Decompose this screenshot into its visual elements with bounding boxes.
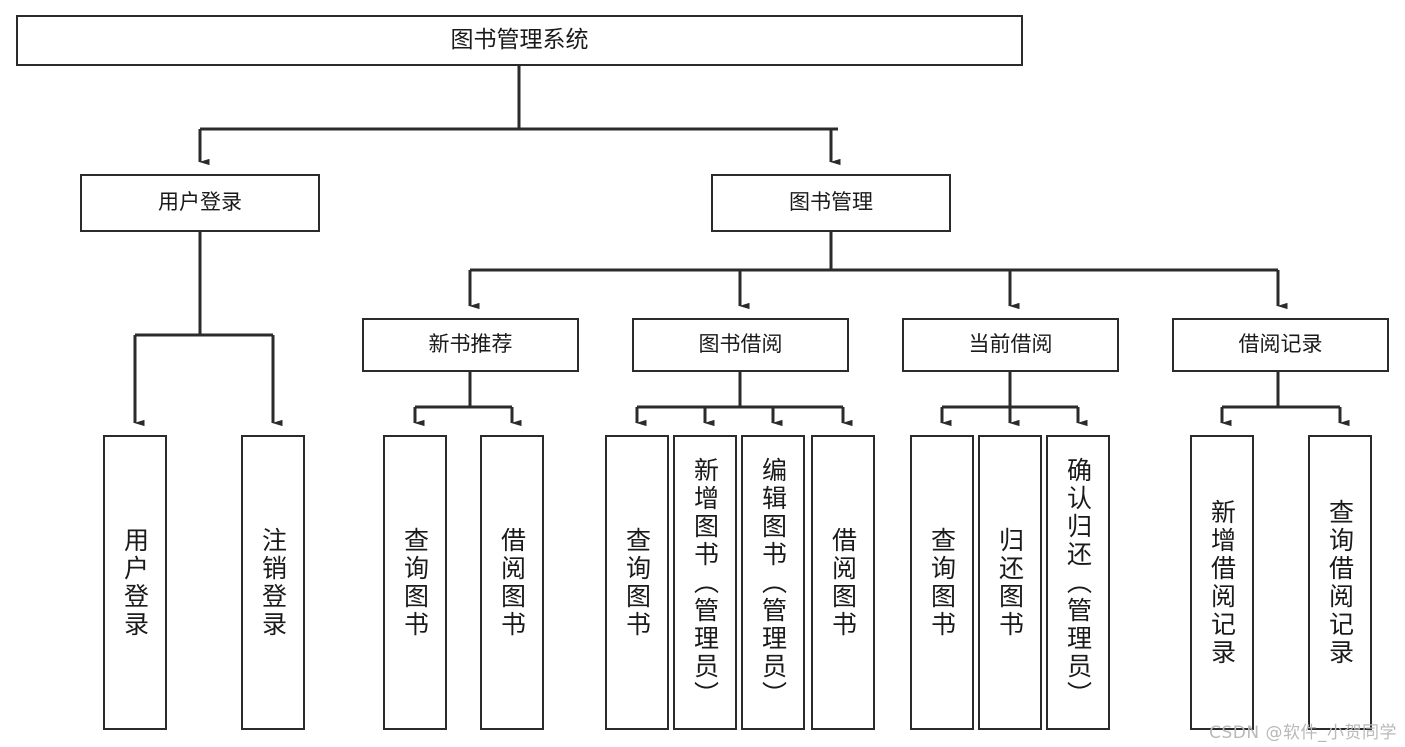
leaf-query-book-recommend-label: 查询图书 [400, 526, 430, 639]
leaf-query-borrow-record-label: 查询借阅记录 [1325, 498, 1355, 667]
node-new-book-recommend[interactable]: 新书推荐 [362, 318, 579, 372]
leaf-edit-book-admin-label: 编辑图书（管理员） [758, 456, 788, 709]
leaf-return-book[interactable]: 归还图书 [978, 435, 1042, 730]
leaf-logout-label: 注销登录 [258, 526, 288, 639]
leaf-confirm-return-admin[interactable]: 确认归还（管理员） [1046, 435, 1110, 730]
leaf-query-book[interactable]: 查询图书 [605, 435, 669, 730]
node-borrow-record[interactable]: 借阅记录 [1172, 318, 1389, 372]
node-new-book-recommend-label: 新书推荐 [428, 332, 513, 357]
node-root-system[interactable]: 图书管理系统 [16, 15, 1023, 66]
leaf-query-book-current-label: 查询图书 [927, 526, 957, 639]
leaf-return-book-label: 归还图书 [995, 526, 1025, 639]
node-root-system-label: 图书管理系统 [450, 27, 589, 54]
node-current-borrow-label: 当前借阅 [968, 332, 1053, 357]
leaf-edit-book-admin[interactable]: 编辑图书（管理员） [741, 435, 805, 730]
leaf-query-book-current[interactable]: 查询图书 [910, 435, 974, 730]
leaf-query-borrow-record[interactable]: 查询借阅记录 [1308, 435, 1372, 730]
node-book-borrow[interactable]: 图书借阅 [632, 318, 849, 372]
leaf-add-book-admin[interactable]: 新增图书（管理员） [673, 435, 737, 730]
leaf-borrow-book-recommend[interactable]: 借阅图书 [480, 435, 544, 730]
node-user-login-label: 用户登录 [158, 190, 242, 215]
node-book-management[interactable]: 图书管理 [711, 174, 951, 232]
leaf-user-login[interactable]: 用户登录 [103, 435, 167, 730]
leaf-query-book-label: 查询图书 [622, 526, 652, 639]
leaf-logout[interactable]: 注销登录 [241, 435, 305, 730]
leaf-query-book-recommend[interactable]: 查询图书 [383, 435, 447, 730]
node-borrow-record-label: 借阅记录 [1238, 332, 1323, 357]
node-book-management-label: 图书管理 [789, 190, 873, 215]
node-book-borrow-label: 图书借阅 [698, 332, 783, 357]
node-current-borrow[interactable]: 当前借阅 [902, 318, 1119, 372]
leaf-borrow-book-label: 借阅图书 [828, 526, 858, 639]
leaf-borrow-book-recommend-label: 借阅图书 [497, 526, 527, 639]
leaf-user-login-label: 用户登录 [120, 526, 150, 639]
leaf-add-borrow-record[interactable]: 新增借阅记录 [1190, 435, 1254, 730]
leaf-confirm-return-admin-label: 确认归还（管理员） [1063, 456, 1093, 709]
leaf-add-borrow-record-label: 新增借阅记录 [1207, 498, 1237, 667]
leaf-add-book-admin-label: 新增图书（管理员） [690, 456, 720, 709]
node-user-login[interactable]: 用户登录 [80, 174, 320, 232]
watermark: CSDN @软件_小贺同学 [1209, 723, 1397, 743]
leaf-borrow-book[interactable]: 借阅图书 [811, 435, 875, 730]
